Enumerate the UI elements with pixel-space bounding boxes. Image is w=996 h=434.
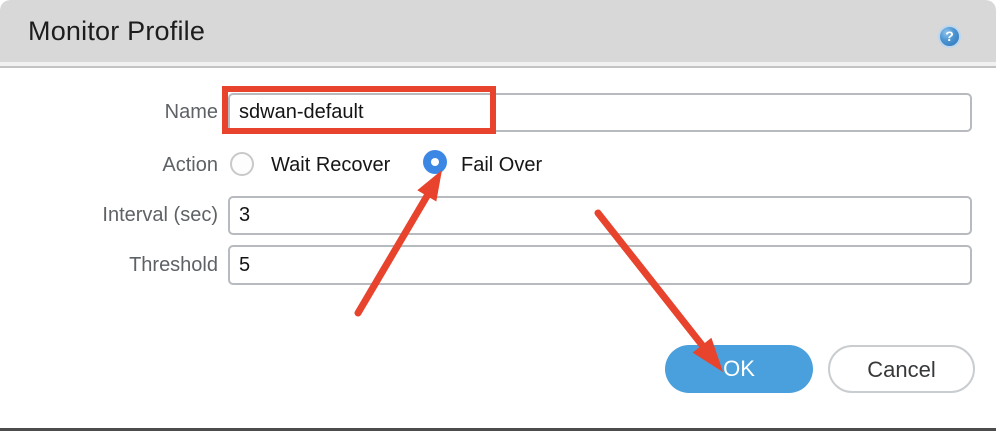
radio-dot — [431, 158, 439, 166]
ok-button[interactable]: OK — [665, 345, 813, 393]
help-icon[interactable]: ? — [938, 25, 961, 48]
header-divider-dark — [0, 66, 996, 68]
cancel-button[interactable]: Cancel — [828, 345, 975, 393]
name-input[interactable] — [228, 93, 972, 132]
dialog-title: Monitor Profile — [28, 16, 206, 46]
fail-over-radio[interactable] — [423, 150, 447, 174]
fail-over-radio-label[interactable]: Fail Over — [461, 154, 543, 176]
dialog-header: Monitor Profile ? — [0, 0, 996, 62]
threshold-label: Threshold — [129, 254, 218, 276]
wait-recover-radio-label[interactable]: Wait Recover — [271, 154, 391, 176]
annotation-arrow-to-failover-radio — [354, 170, 442, 317]
interval-label: Interval (sec) — [102, 204, 218, 226]
threshold-input[interactable] — [228, 245, 972, 285]
name-label: Name — [164, 101, 218, 123]
dialog-bottom-edge — [0, 428, 996, 431]
header-divider-light — [0, 62, 996, 66]
action-label: Action — [162, 154, 218, 176]
interval-input[interactable] — [228, 196, 972, 235]
wait-recover-radio[interactable] — [230, 152, 254, 176]
